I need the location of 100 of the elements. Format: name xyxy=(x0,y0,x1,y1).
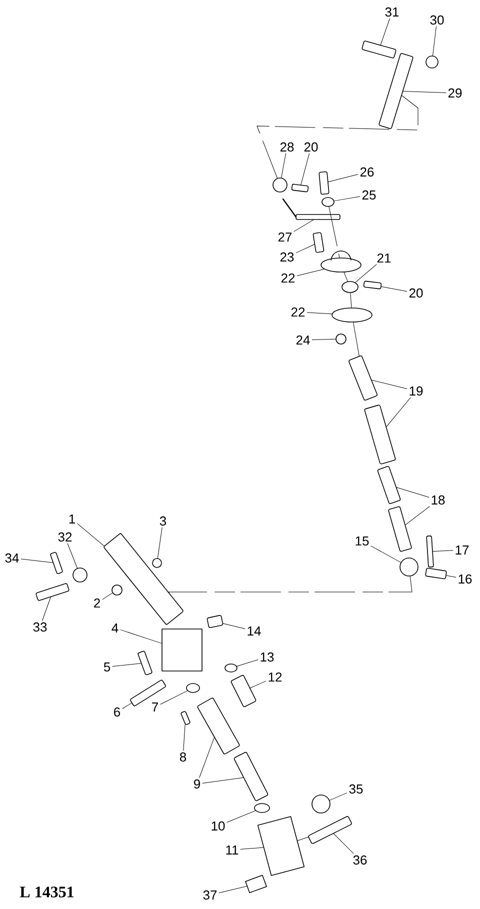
leader-line xyxy=(102,592,113,600)
callout-number: 34 xyxy=(5,553,19,563)
callout-number: 36 xyxy=(353,855,367,865)
rod-part xyxy=(378,53,414,129)
leader-line xyxy=(296,268,324,276)
leader-line xyxy=(236,660,258,666)
callout-number: 12 xyxy=(268,672,282,682)
assembly-line xyxy=(168,576,412,593)
leader-line xyxy=(381,286,408,292)
leader-line xyxy=(432,26,436,56)
callout-number: 27 xyxy=(278,232,292,242)
callout-number: 3 xyxy=(160,516,166,526)
rod-part xyxy=(206,615,224,628)
leader-line xyxy=(312,338,336,340)
rod-part xyxy=(36,583,70,601)
washer xyxy=(186,683,200,693)
callout-number: 1 xyxy=(69,514,75,524)
callout-number: 25 xyxy=(362,190,376,200)
washer xyxy=(320,258,362,272)
rod-part xyxy=(50,552,63,574)
callout-number: 4 xyxy=(112,624,118,632)
leader-line xyxy=(240,847,264,850)
rod-part xyxy=(291,184,309,192)
rod-part xyxy=(230,674,256,708)
assembly-line xyxy=(344,272,348,282)
leader-line xyxy=(380,18,390,46)
callout-number: 37 xyxy=(203,890,217,900)
leader-line xyxy=(402,91,446,93)
callout-number: 9 xyxy=(194,779,200,789)
leader-line xyxy=(67,543,78,568)
callout-number: 26 xyxy=(360,167,374,177)
round-part xyxy=(272,178,288,192)
round-part xyxy=(336,334,346,344)
callout-number: 2 xyxy=(94,598,100,608)
leader-line xyxy=(446,575,456,578)
rod-part xyxy=(312,232,324,253)
callout-number: 35 xyxy=(349,784,363,794)
leader-line xyxy=(405,506,430,526)
callout-number: 18 xyxy=(432,495,445,505)
callout-number: 20 xyxy=(409,288,423,298)
assembly-line xyxy=(328,206,340,258)
callout-number: 8 xyxy=(180,752,186,762)
rod-part xyxy=(308,816,352,844)
washer xyxy=(322,197,334,207)
rod-part xyxy=(363,280,382,290)
leader-line xyxy=(386,397,411,427)
callout-number: 22 xyxy=(281,273,295,283)
leader-line xyxy=(250,680,266,688)
leader-line xyxy=(199,737,214,778)
leader-line xyxy=(329,792,348,801)
callout-number: 10 xyxy=(212,821,225,831)
leader-line xyxy=(222,623,246,630)
leader-line xyxy=(226,810,256,823)
callout-number: 24 xyxy=(296,335,310,345)
leader-line xyxy=(157,527,162,558)
rod-part xyxy=(180,711,190,725)
rod-part xyxy=(348,355,378,401)
leader-line xyxy=(20,558,53,563)
callout-number: 5 xyxy=(104,662,110,672)
leader-line xyxy=(294,220,314,232)
washer xyxy=(332,308,372,322)
assembly-line xyxy=(350,292,352,308)
rod-part xyxy=(426,536,434,568)
leader-line xyxy=(281,153,286,178)
leader-line xyxy=(306,312,332,314)
callout-number: 32 xyxy=(58,532,72,542)
callout-number: 28 xyxy=(280,142,294,152)
round-part xyxy=(72,568,88,582)
rod-part xyxy=(197,698,240,754)
rod-part xyxy=(296,214,340,220)
callout-number: 13 xyxy=(260,652,274,662)
leader-line xyxy=(372,380,408,390)
leader-line xyxy=(300,153,310,185)
rod-part xyxy=(364,404,396,464)
rod-part xyxy=(138,650,152,676)
leader-line xyxy=(112,663,142,667)
leader-line xyxy=(77,523,104,546)
rod-part xyxy=(318,171,330,195)
rod-part xyxy=(425,568,447,580)
round-part xyxy=(426,56,438,68)
leader-line xyxy=(218,886,248,894)
rod-part xyxy=(377,466,401,504)
round-part xyxy=(152,558,162,568)
leader-line xyxy=(334,196,360,202)
callout-number: 7 xyxy=(152,702,158,712)
callout-number: 20 xyxy=(304,142,318,152)
figure-number: L 14351 xyxy=(20,886,74,898)
leader-line xyxy=(333,833,354,854)
callout-number: 14 xyxy=(248,626,261,636)
assembly-line xyxy=(297,836,308,841)
leader-line xyxy=(120,630,162,644)
callout-number: 15 xyxy=(356,536,369,546)
leader-line xyxy=(183,724,186,751)
callout-number: 31 xyxy=(385,7,399,17)
callout-number: 21 xyxy=(377,253,391,263)
callout-number: 23 xyxy=(280,252,294,262)
callout-number: 30 xyxy=(430,15,444,25)
leader-line xyxy=(296,244,315,254)
rod-part xyxy=(388,506,412,552)
callout-number: 16 xyxy=(458,574,472,584)
